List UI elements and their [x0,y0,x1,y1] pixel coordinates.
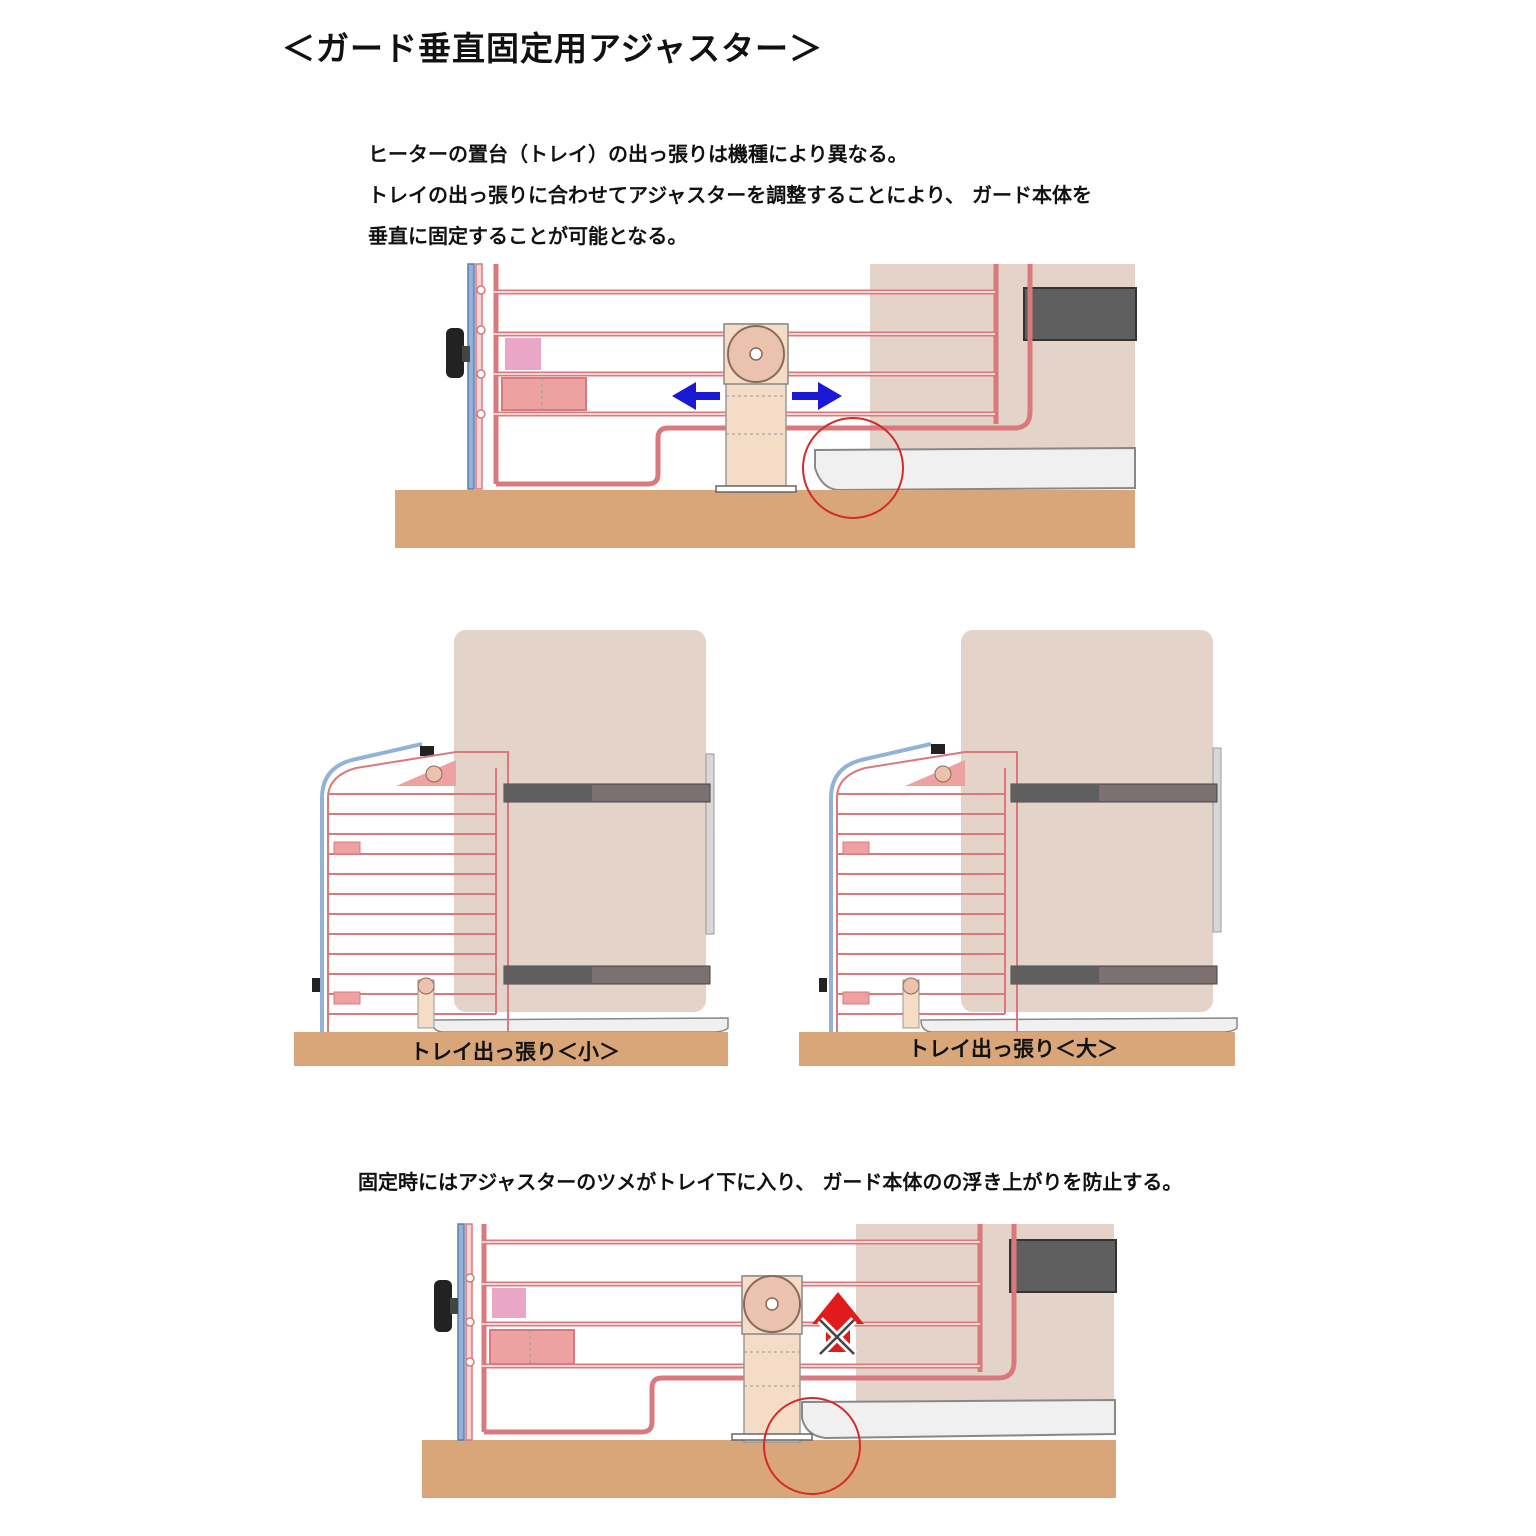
bracket [489,1329,575,1365]
knob [420,746,434,756]
red-circle-icon [763,1397,861,1495]
guard-side-panel [467,263,475,490]
bracket [505,338,541,370]
diagram-adjuster-side-view [395,263,1137,548]
guard-side-panel [829,742,932,1032]
tray [920,1017,1238,1033]
diagram-tray-large [799,630,1238,1066]
knob [434,1280,452,1332]
description-line-3: 垂直に固定することが可能となる。 [368,224,688,248]
knob [446,328,464,378]
adjuster [731,1275,813,1443]
red-circle-icon [802,417,904,519]
heater-body [961,630,1213,1012]
floor [294,1032,728,1066]
tray [801,1398,1116,1440]
note-text: 固定時にはアジャスターのツメがトレイ下に入り、 ガード本体のの浮き上がりを防止す… [358,1170,1183,1194]
adjuster [715,323,797,493]
bracket [492,1288,526,1318]
heater-body [454,630,706,1012]
tray [814,446,1136,492]
tray [431,1017,729,1033]
floor [395,490,1135,548]
diagram-tray-small [294,630,729,1066]
floor [799,1032,1235,1066]
guard-side-panel [457,1223,465,1441]
caption-tray-small: トレイ出っ張り＜小＞ [410,1040,620,1064]
knob [931,744,945,754]
diagram-adjuster-claw [422,1223,1117,1498]
description-line-1: ヒーターの置台（トレイ）の出っ張りは機種により異なる。 [368,142,908,166]
description-line-2: トレイの出っ張りに合わせてアジャスターを調整することにより、 ガード本体を [368,183,1092,207]
heater-control-panel [1009,1239,1117,1293]
bracket [501,377,587,411]
caption-tray-large: トレイ出っ張り＜大＞ [908,1037,1118,1061]
page-title: ＜ガード垂直固定用アジャスター＞ [282,29,824,68]
red-up-arrow-x-icon [812,1292,864,1357]
heater-control-panel [1023,287,1137,341]
left-right-arrow-icon [672,382,842,410]
guard-side-panel [320,742,423,1032]
